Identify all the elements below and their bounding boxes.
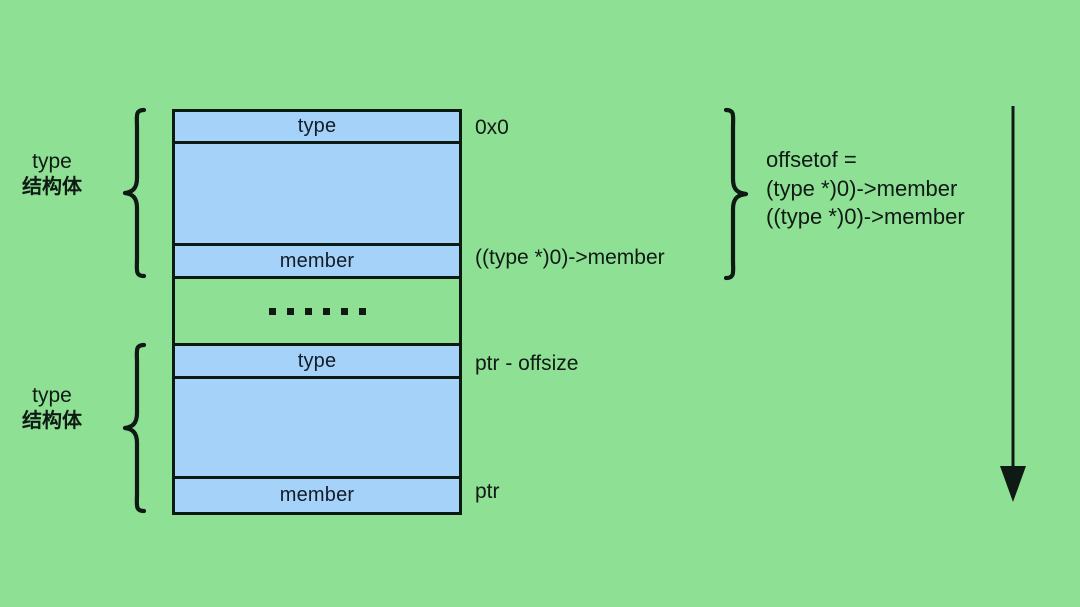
address-label-0x0: 0x0 — [475, 116, 509, 139]
memory-row-label: member — [279, 484, 355, 506]
memory-row-body-2 — [175, 379, 459, 479]
formula-line-3: ((type *)0)->member — [766, 204, 965, 230]
address-label-member-offset: ((type *)0)->member — [475, 246, 665, 269]
memory-layout-table: type member type member — [172, 109, 462, 515]
group-label-struct-top: type 结构体 — [22, 150, 82, 198]
group-label-struct-bottom: type 结构体 — [22, 384, 82, 432]
group-label-en: type — [32, 384, 72, 407]
memory-row-label: type — [297, 115, 337, 137]
group-label-cn: 结构体 — [22, 407, 82, 432]
memory-row-ellipsis — [175, 279, 459, 346]
address-growth-arrow — [996, 104, 1030, 509]
group-label-en: type — [32, 150, 72, 173]
formula-line-1: offsetof = — [766, 147, 857, 172]
memory-row-member-1: member — [175, 246, 459, 279]
formula-line-2: (type *)0)->member — [766, 175, 958, 201]
offsetof-formula-block: offsetof = (type *)0)->member ((type *)0… — [766, 146, 965, 232]
memory-row-type-2: type — [175, 346, 459, 379]
brace-left-bottom — [122, 341, 148, 515]
address-label-ptr: ptr — [475, 480, 500, 503]
brace-right-formula — [722, 106, 750, 282]
brace-left-top — [122, 106, 148, 280]
memory-row-body-1 — [175, 144, 459, 246]
ellipsis-icon — [268, 307, 366, 315]
memory-row-type-1: type — [175, 112, 459, 144]
address-label-ptr-minus-offsize: ptr - offsize — [475, 352, 579, 375]
memory-row-label: type — [297, 349, 337, 372]
group-label-cn: 结构体 — [22, 173, 82, 198]
memory-row-member-2: member — [175, 479, 459, 512]
memory-row-label: member — [279, 249, 355, 272]
